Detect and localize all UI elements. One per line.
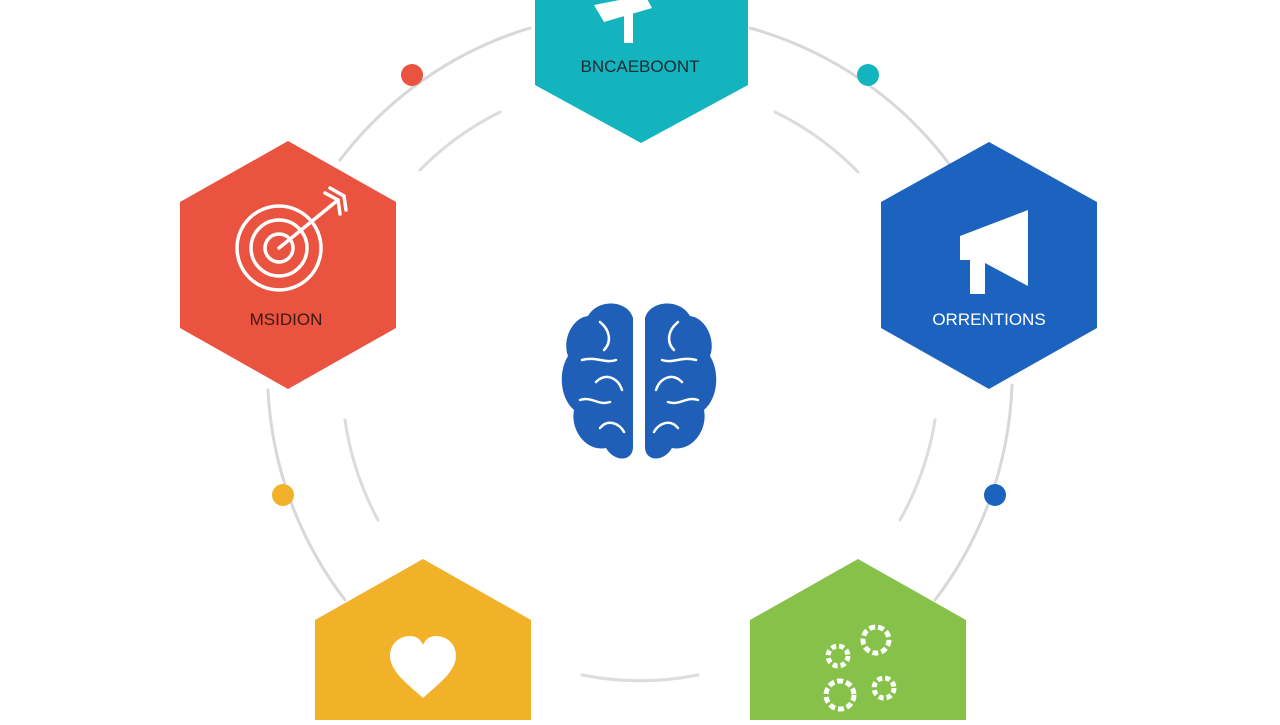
inner-ring-arc	[343, 418, 380, 522]
hexagon	[180, 141, 396, 389]
node-top[interactable]: BNCAEBOONT	[535, 0, 748, 143]
ring-dot-yellow	[272, 484, 294, 506]
heart-icon	[390, 636, 456, 698]
gears-icon	[823, 624, 897, 712]
ring-dot-red	[401, 64, 423, 86]
hexagon	[750, 559, 966, 725]
node-label: BNCAEBOONT	[580, 57, 699, 76]
brain-icon	[561, 303, 717, 459]
target-icon	[235, 186, 348, 292]
hexagon	[881, 142, 1097, 389]
ring-dot-teal	[857, 64, 879, 86]
inner-ring-arc	[898, 418, 937, 522]
hexagon	[315, 559, 531, 725]
inner-ring-arc	[418, 110, 502, 172]
signpost-icon	[594, 0, 652, 43]
inner-ring	[343, 110, 937, 683]
outer-ring-arc	[748, 26, 952, 167]
inner-ring-arc	[580, 673, 700, 683]
ring-dot-blue	[984, 484, 1006, 506]
node-bottom-right[interactable]	[750, 559, 966, 725]
inner-ring-arc	[773, 110, 860, 174]
megaphone-icon	[960, 210, 1028, 294]
node-right[interactable]: ORRENTIONS	[881, 142, 1097, 389]
node-left[interactable]: MSIDION	[180, 141, 396, 389]
hexagon	[535, 0, 748, 143]
outer-ring-arc	[338, 26, 532, 162]
node-label: ORRENTIONS	[932, 310, 1045, 329]
node-label: MSIDION	[250, 310, 323, 329]
node-bottom-left[interactable]	[315, 559, 531, 725]
